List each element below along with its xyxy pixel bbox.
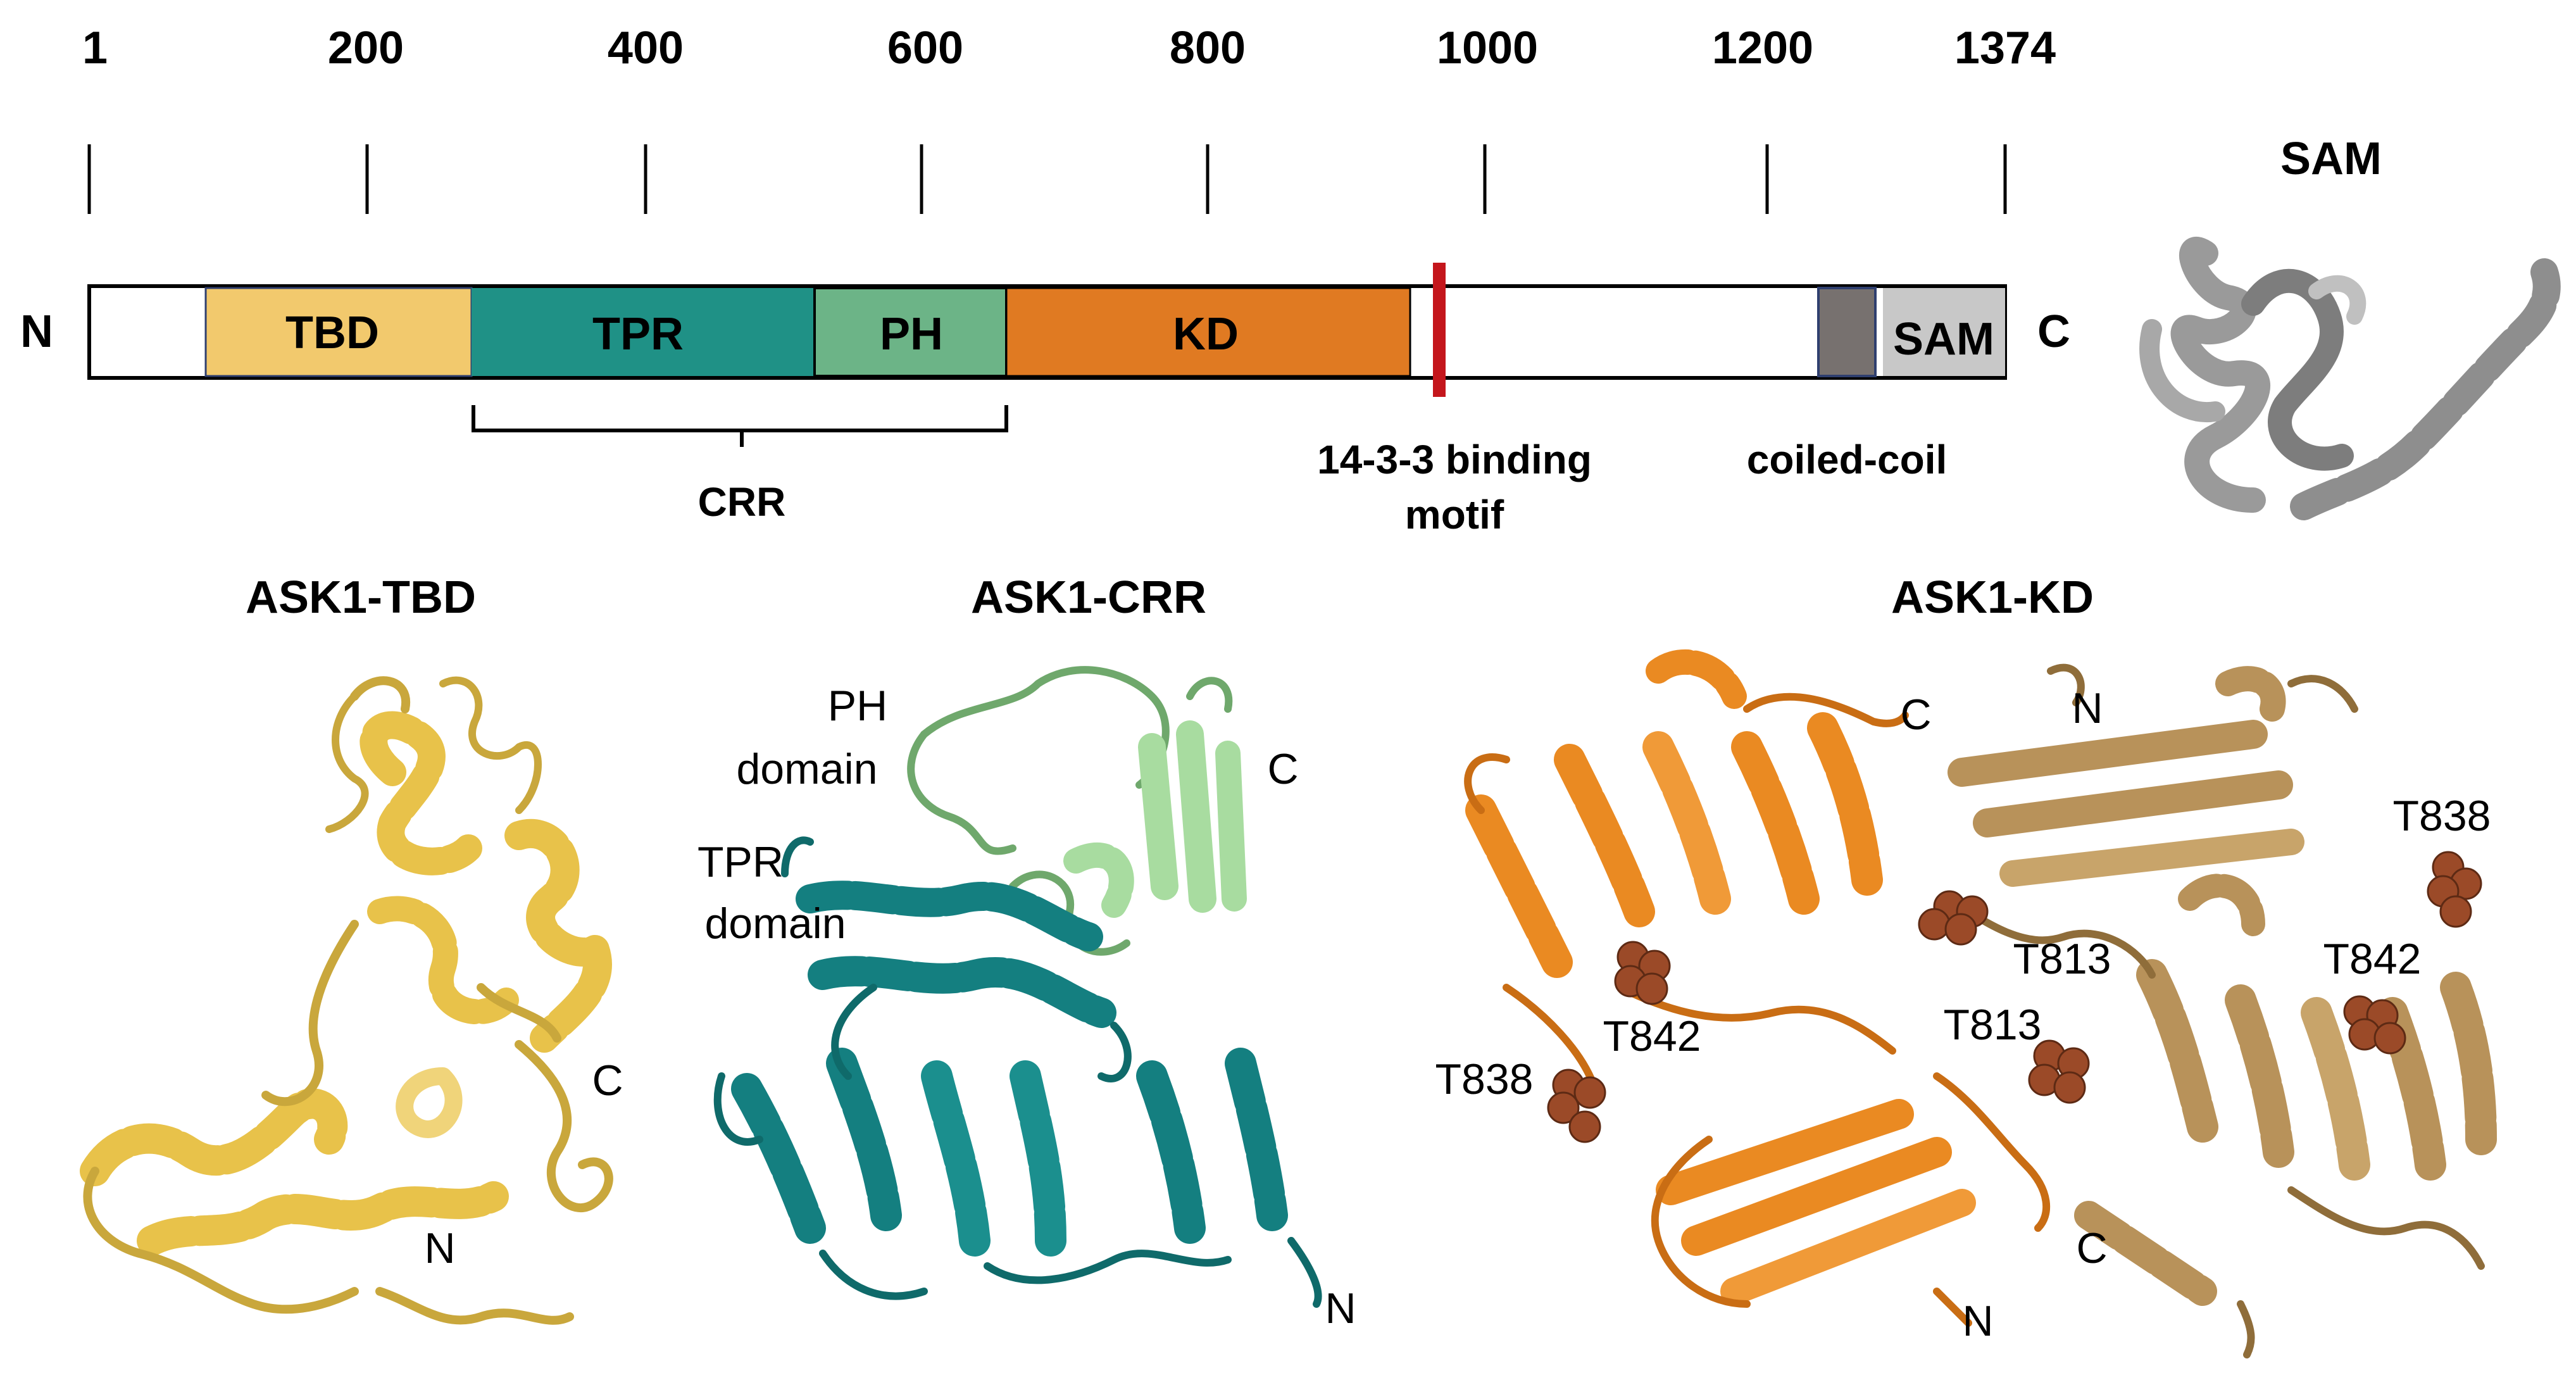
tbd-c-terminus: C	[592, 1057, 623, 1105]
14-3-3-motif-marker	[1433, 263, 1446, 397]
crr-bracket	[472, 405, 1008, 447]
tick-label: 600	[887, 23, 963, 73]
kd-c-terminus-top: C	[1900, 691, 1931, 739]
t838-right-sphere	[2427, 851, 2482, 928]
crr-c-terminus: C	[1267, 745, 1298, 793]
crr-ph-label-line2: domain	[736, 745, 877, 793]
tick-label: 1	[82, 23, 108, 73]
tick-label: 1000	[1437, 23, 1538, 73]
t813-lower-sphere	[2028, 1039, 2090, 1104]
tick-label: 400	[608, 23, 684, 73]
motif-label-line1: 14-3-3 binding	[1317, 437, 1592, 482]
t842-left-sphere	[1614, 941, 1671, 1005]
sam-domain	[1883, 288, 2005, 376]
crr-tpr-ribbon	[713, 836, 1322, 1308]
sam-ribbon-structure	[2139, 237, 2561, 520]
sequence-ruler: 1 200 400 600 800 1000 1200 1374	[82, 23, 2056, 214]
tick-label: 200	[328, 23, 404, 73]
tbd-domain	[204, 287, 473, 377]
crr-ph-ribbon	[907, 666, 1247, 956]
tick-label: 1374	[1954, 23, 2056, 73]
crr-ph-label-line1: PH	[828, 682, 887, 730]
kinase-domain	[1005, 287, 1411, 377]
kd-c-terminus-bottom: C	[2076, 1224, 2107, 1272]
kd-t838-left-label: T838	[1435, 1055, 1534, 1103]
kd-t813-lower-label: T813	[1944, 1001, 2042, 1049]
tbd-ribbon-structure	[80, 676, 613, 1325]
tick-label: 1200	[1712, 23, 1813, 73]
tbd-panel-title: ASK1-TBD	[246, 572, 476, 623]
coiled-coil-label: coiled-coil	[1747, 437, 1948, 482]
kd-t842-left-label: T842	[1603, 1012, 1701, 1060]
tbd-domain-label: TBD	[285, 308, 379, 358]
kd-phosphosite-spheres	[1547, 851, 2482, 1143]
crr-label: CRR	[698, 479, 786, 525]
kd-chain-b-ribbon	[1946, 663, 2497, 1358]
kd-t813-upper-label: T813	[2013, 935, 2111, 983]
tbd-n-terminus: N	[424, 1224, 455, 1272]
t842-right-sphere	[2343, 995, 2406, 1055]
kd-n-terminus-bottom: N	[1962, 1297, 1993, 1345]
kd-panel-title: ASK1-KD	[1891, 572, 2094, 623]
sam-structure-title: SAM	[2280, 134, 2382, 184]
crr-tpr-label-line1: TPR	[697, 838, 784, 886]
kd-n-terminus-top: N	[2072, 684, 2103, 732]
tpr-domain	[472, 288, 815, 376]
n-terminus-label: N	[20, 306, 53, 357]
crr-tpr-label-line2: domain	[704, 900, 846, 948]
kd-chain-a-ribbon	[1464, 649, 2051, 1327]
ph-domain-label: PH	[880, 309, 943, 360]
sam-domain-label: SAM	[1893, 314, 1994, 365]
t813-upper-sphere	[1918, 890, 1989, 946]
coiled-coil-region	[1817, 287, 1877, 377]
c-terminus-label: C	[2037, 306, 2070, 357]
kinase-domain-label: KD	[1173, 309, 1239, 360]
kd-t838-right-label: T838	[2393, 792, 2491, 840]
kd-t842-right-label: T842	[2323, 935, 2422, 983]
crr-n-terminus: N	[1325, 1284, 1356, 1332]
tick-label: 800	[1170, 23, 1246, 73]
tpr-domain-label: TPR	[592, 309, 684, 360]
t838-left-sphere	[1547, 1069, 1606, 1143]
motif-label-line2: motif	[1405, 492, 1504, 537]
crr-panel-title: ASK1-CRR	[971, 572, 1206, 623]
domain-bar: N TBD TPR PH KD SAM C	[20, 263, 2070, 397]
